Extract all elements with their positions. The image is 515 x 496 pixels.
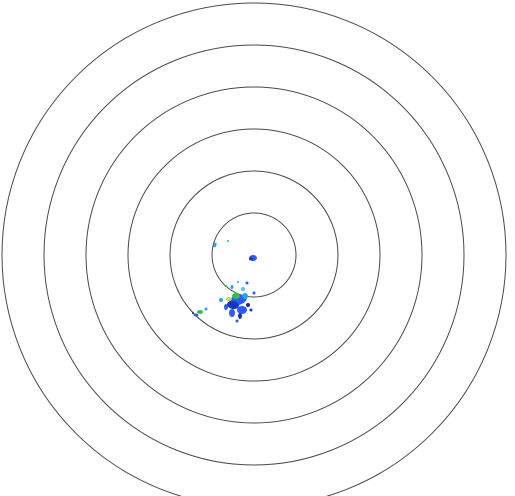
range-ring-3 <box>127 128 381 382</box>
echo-cell-6 <box>227 300 239 310</box>
echo-cell-19 <box>252 291 256 295</box>
echo-cell-24 <box>204 307 208 311</box>
echo-cell-11 <box>229 309 235 317</box>
echo-cell-4 <box>227 240 229 242</box>
echo-cell-3 <box>213 242 217 248</box>
echo-cell-15 <box>219 298 223 302</box>
echo-cell-12 <box>238 313 242 319</box>
echo-cell-17 <box>230 285 234 289</box>
range-ring-1 <box>211 212 297 298</box>
echo-cell-16 <box>241 287 245 291</box>
range-ring-2 <box>169 170 339 340</box>
echo-cell-2 <box>249 257 253 261</box>
echo-cell-25 <box>192 312 194 314</box>
precipitation-echoes <box>192 240 257 323</box>
range-ring-6 <box>1 2 507 496</box>
echo-cell-14 <box>224 304 228 310</box>
range-ring-5 <box>43 44 465 466</box>
echo-cell-21 <box>235 319 239 323</box>
echo-cell-18 <box>245 281 249 285</box>
range-rings <box>1 2 507 496</box>
echo-cell-22 <box>197 310 203 314</box>
echo-cell-20 <box>249 308 253 312</box>
echo-cell-23 <box>193 313 199 317</box>
echo-cell-7 <box>237 306 247 314</box>
echo-cell-8 <box>232 293 240 299</box>
echo-cell-10 <box>242 293 248 299</box>
echo-cell-27 <box>237 281 239 283</box>
range-ring-4 <box>85 86 423 424</box>
echo-cell-26 <box>224 285 228 287</box>
echo-cell-13 <box>246 303 250 307</box>
echo-cell-9 <box>226 297 232 301</box>
